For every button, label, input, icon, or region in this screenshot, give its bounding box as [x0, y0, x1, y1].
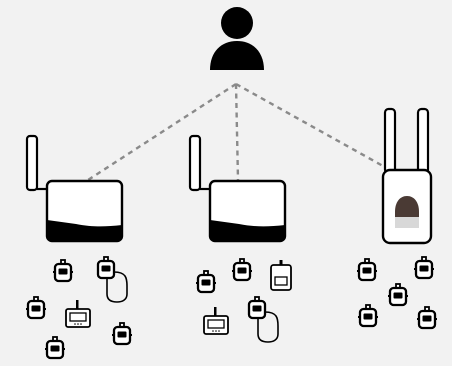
probe-logger-icon [247, 295, 280, 344]
data-logger-icon [110, 321, 134, 346]
display-unit-icon [65, 299, 91, 328]
data-logger-icon [194, 269, 218, 294]
base-station-icon [188, 134, 287, 243]
link-to-base-station-2 [234, 83, 240, 181]
probe-logger-icon [96, 255, 129, 304]
data-logger-icon [24, 295, 48, 320]
base-station-icon [25, 134, 124, 243]
data-logger-icon [230, 257, 254, 282]
data-logger-icon [355, 257, 379, 282]
handheld-unit-icon [270, 259, 292, 291]
data-logger-icon [356, 303, 380, 328]
data-logger-icon [415, 305, 439, 330]
device-group-3 [355, 255, 439, 330]
outdoor-access-point-icon [381, 107, 433, 245]
device-group-1 [24, 255, 134, 360]
data-logger-icon [386, 282, 410, 307]
display-unit-icon [203, 306, 229, 335]
device-group-2 [194, 257, 292, 344]
connection-links [87, 82, 384, 182]
link-to-base-station-1 [87, 82, 237, 182]
data-logger-icon [43, 335, 67, 360]
data-logger-icon [412, 255, 436, 280]
person-icon [210, 7, 264, 70]
link-to-access-point [235, 82, 384, 168]
data-logger-icon [51, 258, 75, 283]
